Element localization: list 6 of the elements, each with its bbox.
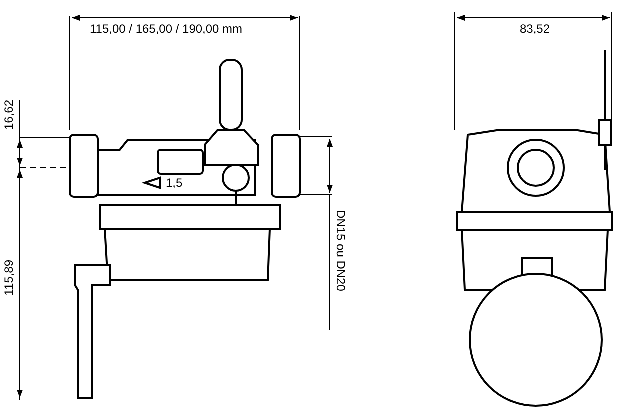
dimension-label: 16,62 xyxy=(2,100,16,130)
dimension-label: 83,52 xyxy=(520,22,550,36)
marking-text: 1,5 xyxy=(166,176,183,190)
dimension-label: 115,89 xyxy=(2,260,16,296)
dimension-label: DN15 ou DN20 xyxy=(334,210,348,292)
dimension-label: 115,00 / 165,00 / 190,00 mm xyxy=(90,22,243,36)
